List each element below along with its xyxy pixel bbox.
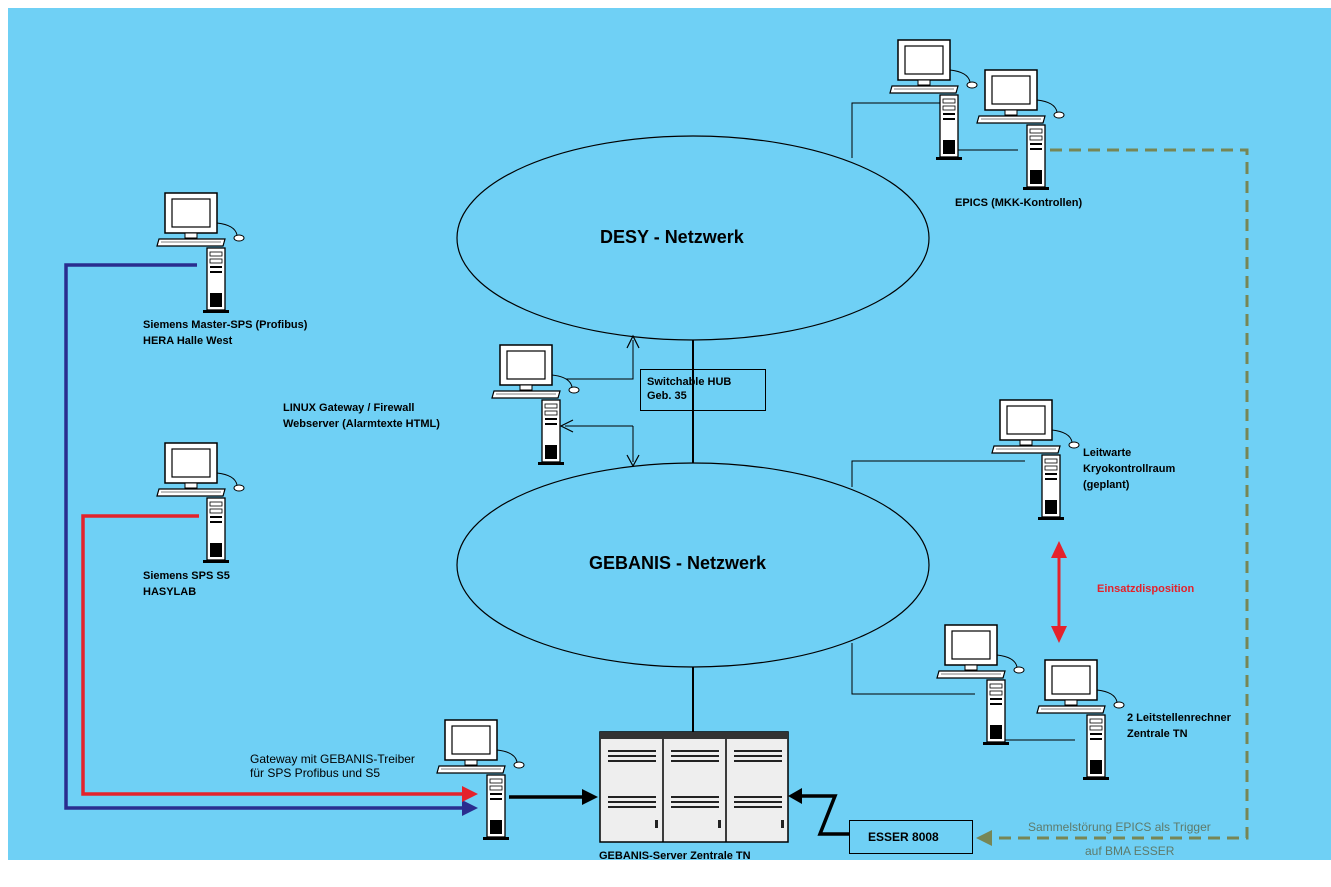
hub-box: Switchable HUB Geb. 35 xyxy=(640,369,766,411)
master-sps-label-2: HERA Halle West xyxy=(143,334,232,348)
desy-network-title: DESY - Netzwerk xyxy=(600,230,744,244)
leitwarte-label-1: Leitwarte xyxy=(1083,446,1131,460)
sammel-label-1: Sammelstörung EPICS als Trigger xyxy=(1028,820,1211,834)
esser-box: ESSER 8008 xyxy=(849,820,973,854)
server-label: GEBANIS-Server Zentrale TN xyxy=(599,849,751,863)
leitwarte-label-2: Kryokontrollraum xyxy=(1083,462,1175,476)
gebanis-network-title: GEBANIS - Netzwerk xyxy=(589,556,766,570)
sammel-label-2: auf BMA ESSER xyxy=(1085,844,1174,858)
esser-label: ESSER 8008 xyxy=(868,830,939,844)
leitwarte-label-3: (geplant) xyxy=(1083,478,1129,492)
leitstellen-label-2: Zentrale TN xyxy=(1127,727,1188,741)
hub-label-1: Switchable HUB xyxy=(647,375,731,389)
sps-s5-label-1: Siemens SPS S5 xyxy=(143,569,230,583)
linux-label-2: Webserver (Alarmtexte HTML) xyxy=(283,417,440,431)
gateway-label-1: Gateway mit GEBANIS-Treiber xyxy=(250,752,415,766)
sps-s5-label-2: HASYLAB xyxy=(143,585,196,599)
einsatz-label: Einsatzdisposition xyxy=(1097,582,1194,596)
hub-label-2: Geb. 35 xyxy=(647,389,687,403)
master-sps-label-1: Siemens Master-SPS (Profibus) xyxy=(143,318,307,332)
leitstellen-label-1: 2 Leitstellenrechner xyxy=(1127,711,1231,725)
linux-label-1: LINUX Gateway / Firewall xyxy=(283,401,414,415)
epics-label: EPICS (MKK-Kontrollen) xyxy=(955,196,1082,210)
server-cabinet-icon xyxy=(600,732,788,842)
gateway-label-2: für SPS Profibus und S5 xyxy=(250,766,380,780)
